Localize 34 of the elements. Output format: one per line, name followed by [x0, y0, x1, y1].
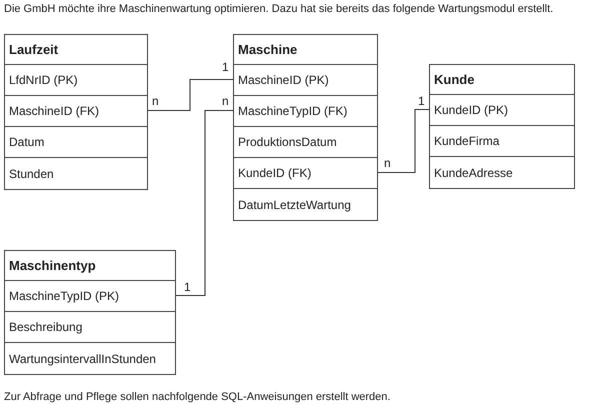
entity-table — [429, 64, 575, 189]
relationship-line — [148, 79, 234, 111]
table-name: Maschine — [238, 40, 298, 59]
attribute-row: KundeID (FK) — [234, 158, 377, 189]
attribute-row: KundeID (PK) — [430, 95, 574, 126]
cardinality-label: n — [222, 94, 229, 108]
entity-table — [4, 34, 148, 190]
entity-table — [233, 34, 378, 221]
attribute-row: Beschreibung — [5, 312, 175, 343]
attribute-row: Datum — [5, 127, 147, 158]
attribute-row: MaschineTypID (PK) — [5, 281, 175, 312]
intro-text: Die GmbH möchte ihre Maschinenwartung optimieren. Dazu hat sie bereits das folgende Wartungsmodul erstellt. — [4, 2, 554, 16]
attribute-row: LfdNrID (PK) — [5, 65, 147, 96]
cardinality-label: 1 — [184, 280, 191, 294]
attribute-row: DatumLetzteWartung — [234, 189, 377, 220]
table-name: Kunde — [434, 70, 474, 89]
cardinality-label: 1 — [222, 60, 229, 74]
cardinality-label: n — [152, 94, 159, 108]
entity-table — [4, 250, 176, 375]
attribute-row: KundeAdresse — [430, 157, 574, 188]
table-name: Maschinentyp — [9, 256, 96, 275]
attribute-row: MaschineID (PK) — [234, 65, 377, 96]
attribute-row: WartungsintervallInStunden — [5, 343, 175, 374]
attribute-row: MaschineTypID (FK) — [234, 96, 377, 127]
relationship-line — [176, 110, 234, 296]
attribute-row: MaschineID (FK) — [5, 96, 147, 127]
attribute-row: Stunden — [5, 158, 147, 189]
relationship-line — [378, 109, 430, 173]
attribute-row: KundeFirma — [430, 126, 574, 157]
cardinality-label: n — [384, 156, 391, 170]
caption: Zur Abfrage und Pflege sollen nachfolgende SQL-Anweisungen erstellt werden. — [4, 390, 390, 404]
cardinality-label: 1 — [418, 94, 425, 108]
table-name: Laufzeit — [9, 40, 58, 59]
attribute-row: ProduktionsDatum — [234, 127, 377, 158]
